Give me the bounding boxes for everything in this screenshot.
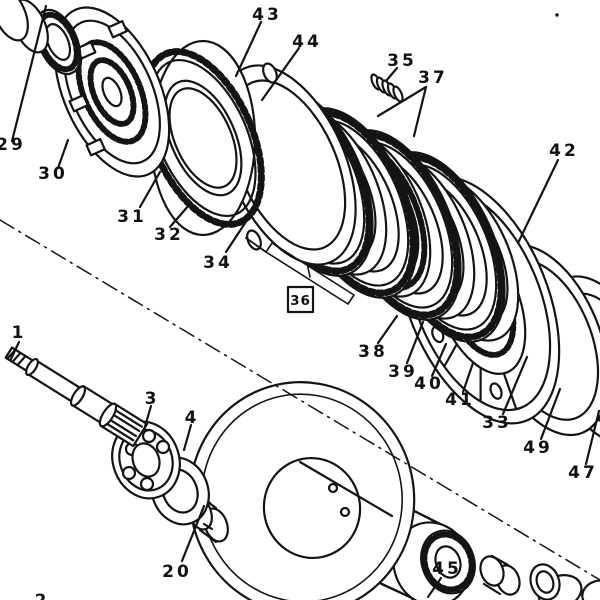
highlight-group[interactable]: 36 [286, 285, 315, 314]
highlighted-part-number: 36 [290, 293, 311, 309]
part-label-45: 45 [432, 559, 462, 579]
part-label-2: 2 [35, 591, 50, 600]
group-bracket [245, 237, 355, 305]
part-label-44: 44 [292, 32, 322, 52]
part-label-29: 29 [0, 135, 26, 155]
main-shaft-drawing [4, 346, 149, 448]
spring-drawing [370, 73, 404, 103]
part-label-39: 39 [388, 362, 418, 382]
part-label-34: 34 [203, 253, 233, 273]
part-label-20: 20 [162, 562, 192, 582]
part-label-49: 49 [523, 438, 553, 458]
dot-artifact [555, 13, 559, 17]
lower-assembly-drawing [4, 346, 600, 600]
highlight-box[interactable] [286, 285, 315, 314]
bearing-drawing [111, 420, 181, 500]
ring-gear-drawing [141, 39, 265, 237]
leader-lines [9, 4, 600, 599]
clutch-housing-drawing [188, 381, 476, 600]
part-label-35: 35 [387, 51, 417, 71]
part-label-42: 42 [549, 141, 579, 161]
part-label-33: 33 [482, 413, 512, 433]
part-label-38: 38 [358, 342, 388, 362]
part-label-32: 32 [154, 225, 184, 245]
part-label-30: 30 [38, 164, 68, 184]
part-label-40: 40 [414, 374, 444, 394]
part-label-3: 3 [145, 389, 160, 409]
part-label-31: 31 [117, 207, 147, 227]
part-label-47: 47 [568, 463, 598, 483]
part-label-1: 1 [12, 323, 27, 343]
axis-centerline [0, 219, 600, 581]
part-label-41: 41 [445, 390, 475, 410]
upper-assembly-drawing [0, 0, 600, 445]
part-label-43: 43 [252, 5, 282, 25]
part-label-4: 4 [185, 408, 200, 428]
corner-rings-drawing [0, 0, 82, 76]
clutch-boss-drawing [53, 6, 171, 178]
part-label-37: 37 [418, 68, 448, 88]
